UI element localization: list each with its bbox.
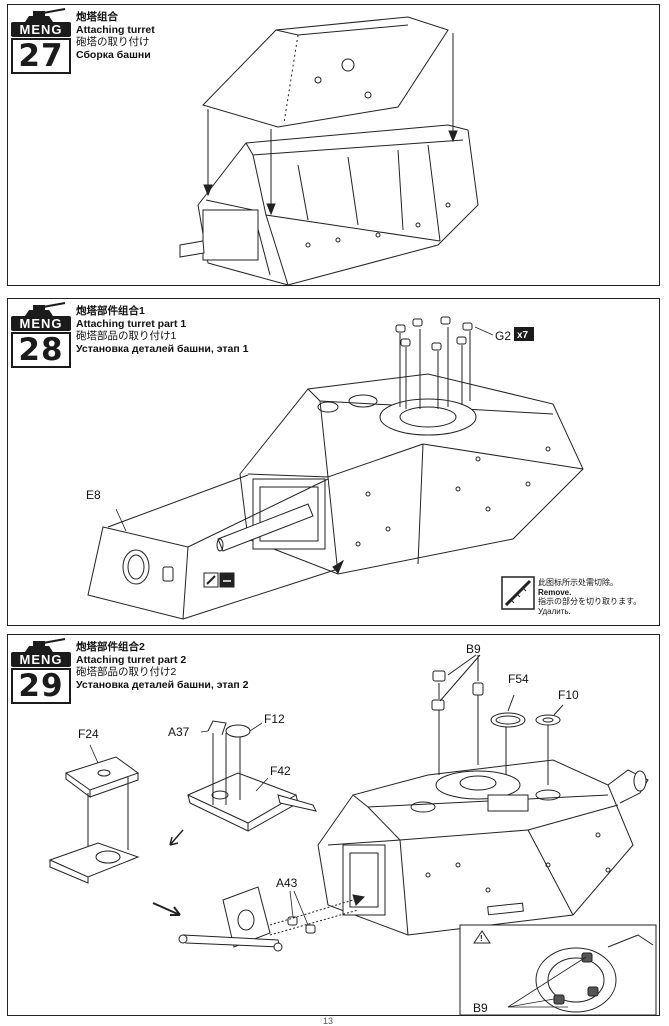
step-badge: MENG 29 (11, 638, 73, 706)
part-label-a37: A37 (168, 725, 190, 739)
title-en: Attaching turret (76, 23, 155, 36)
hatch-assembly-f42 (186, 720, 317, 832)
part-label-a43: A43 (276, 876, 298, 890)
part-label-f42: F42 (270, 764, 291, 778)
g2-parts (395, 316, 473, 409)
cut-remove-icon (501, 576, 535, 610)
disc-part-f10 (535, 704, 564, 785)
step-badge: MENG 28 (11, 302, 73, 370)
assembly-arrows (203, 33, 458, 216)
remove-zh: 此图标所示处需切除。 (538, 578, 618, 587)
alignment-guides (107, 474, 345, 620)
step-titles: 炮塔部件组合1 Attaching turret part 1 砲塔部品の取り付… (76, 305, 248, 355)
brand-logo: MENG (11, 652, 71, 667)
quantity-badge: x7 (517, 330, 529, 341)
b9-parts (431, 654, 484, 775)
turret-part2-drawing: B9 F54 F10 A37 F12 F24 F42 A43 ! B9 (48, 642, 657, 1015)
arrow-icon (152, 829, 184, 916)
brand-logo: MENG (11, 22, 71, 37)
title-zh: 炮塔部件组合1 (76, 305, 145, 317)
title-jp: 砲塔部品の取り付け1 (76, 330, 177, 342)
tank-logo-icon (25, 638, 66, 652)
title-jp: 砲塔の取り付け (76, 36, 150, 48)
part-label-f10: F10 (558, 688, 579, 702)
step-badge: MENG 27 (11, 8, 73, 76)
step-titles: 炮塔部件组合2 Attaching turret part 2 砲塔部品の取り付… (76, 641, 248, 691)
remove-legend: 此图标所示处需切除。 Remove. 指示の部分を切り取ります。 Удалить… (538, 578, 641, 616)
ring-part-f54 (490, 694, 526, 775)
title-ru: Сборка башни (76, 48, 151, 61)
part-label-f24: F24 (78, 727, 99, 741)
title-ru: Установка деталей башни, этап 1 (76, 342, 249, 355)
step-titles: 炮塔组合 Attaching turret 砲塔の取り付け Сборка баш… (76, 11, 155, 61)
step-28-panel: MENG 28 炮塔部件组合1 Attaching turret part 1 … (7, 298, 660, 626)
remove-jp: 指示の部分を切り取ります。 (538, 597, 642, 606)
step-number: 28 (11, 332, 71, 368)
title-en: Attaching turret part 2 (76, 653, 187, 666)
part-label-f12: F12 (264, 712, 285, 726)
turret-assembly-drawing (179, 16, 479, 285)
page-number: 13 (323, 1016, 334, 1026)
plate-part-f24 (48, 756, 140, 884)
title-en: Attaching turret part 1 (76, 317, 187, 330)
turret-roof-part (202, 16, 449, 128)
bracket-part-a43 (178, 886, 366, 952)
remove-en: Remove. (538, 587, 572, 597)
title-ru: Установка деталей башни, этап 2 (76, 678, 249, 691)
tank-logo-icon (25, 302, 66, 316)
turret-part1-drawing: G2 E8 x7 (86, 316, 584, 620)
part-label-f54: F54 (508, 672, 529, 686)
step-number: 27 (11, 38, 71, 74)
cut-remove-icon (203, 572, 235, 588)
turret-body-part (179, 124, 479, 285)
part-label-b9-detail: B9 (473, 1001, 488, 1015)
brand-logo: MENG (11, 316, 71, 331)
title-jp: 砲塔部品の取り付け2 (76, 666, 177, 678)
turret-body (239, 373, 584, 575)
title-zh: 炮塔组合 (76, 11, 118, 23)
step-number: 29 (11, 668, 71, 704)
step-29-panel: MENG 29 炮塔部件组合2 Attaching turret part 2 … (7, 634, 660, 1016)
mantlet-part-e8 (87, 526, 189, 620)
detail-inset (459, 924, 657, 1015)
remove-ru: Удалить. (538, 606, 571, 616)
turret-body (317, 759, 649, 936)
tank-logo-icon (25, 8, 66, 22)
step-27-panel: MENG 27 炮塔组合 Attaching turret 砲塔の取り付け Сб… (7, 4, 660, 286)
warning-icon: ! (480, 934, 483, 943)
gun-barrel (216, 503, 314, 552)
title-zh: 炮塔部件组合2 (76, 641, 145, 653)
part-label-b9: B9 (466, 642, 481, 656)
part-label-e8: E8 (86, 488, 101, 502)
part-label-g2: G2 (495, 329, 511, 343)
